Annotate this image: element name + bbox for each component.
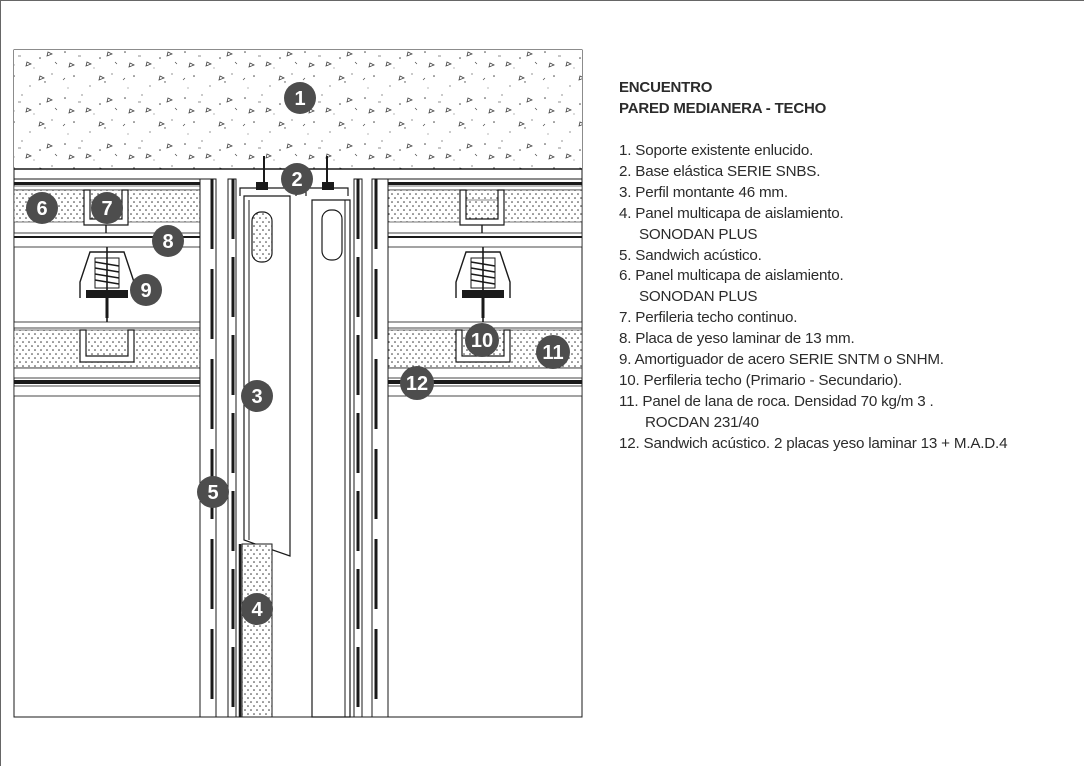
title-line-2: PARED MEDIANERA - TECHO	[619, 100, 827, 117]
damper-left	[79, 247, 135, 322]
svg-text:1: 1	[294, 88, 305, 110]
callout-4: 4	[241, 593, 273, 625]
lower-channel-left	[79, 329, 135, 363]
legend-item: 9. Amortiguador de acero SERIE SNTM o SN…	[619, 351, 944, 369]
ceiling-channel-right	[459, 189, 505, 233]
callout-7: 7	[91, 192, 123, 224]
legend-item: 2. Base elástica SERIE SNBS.	[619, 162, 821, 180]
damper-right	[455, 247, 511, 322]
lower-channel-right	[455, 329, 511, 363]
legend-item-continuation: SONODAN PLUS	[639, 288, 758, 306]
upper-ceiling-right	[385, 178, 583, 248]
callout-5: 5	[197, 476, 229, 508]
legend-item: 10. Perfileria techo (Primario - Secunda…	[619, 371, 903, 389]
legend-item: 6. Panel multicapa de aislamiento.	[619, 267, 844, 285]
legend-item: 3. Perfil montante 46 mm.	[619, 183, 788, 201]
svg-text:7: 7	[101, 198, 112, 220]
legend: 1. Soporte existente enlucido. 2. Base e…	[619, 141, 1008, 455]
svg-text:4: 4	[251, 599, 263, 621]
svg-text:2: 2	[291, 169, 302, 191]
svg-text:9: 9	[140, 280, 151, 302]
callout-1: 1	[284, 82, 316, 114]
svg-text:3: 3	[251, 386, 262, 408]
callout-9: 9	[130, 274, 162, 306]
legend-item: 12. Sandwich acústico. 2 placas yeso lam…	[619, 434, 1008, 452]
party-wall	[199, 156, 389, 718]
svg-text:12: 12	[406, 373, 428, 395]
svg-text:8: 8	[162, 231, 173, 253]
callout-8: 8	[152, 225, 184, 257]
legend-item: 5. Sandwich acústico.	[619, 246, 762, 264]
legend-item-continuation: SONODAN PLUS	[639, 225, 758, 243]
legend-item-continuation: ROCDAN 231/40	[645, 413, 759, 431]
callout-10: 10	[465, 323, 499, 357]
title-block: ENCUENTRO PARED MEDIANERA - TECHO	[619, 77, 826, 119]
legend-item: 11. Panel de lana de roca. Densidad 70 k…	[619, 392, 934, 410]
callout-3: 3	[241, 380, 273, 412]
callout-11: 11	[536, 335, 570, 369]
legend-item: 4. Panel multicapa de aislamiento.	[619, 204, 844, 222]
legend-item: 7. Perfileria techo continuo.	[619, 309, 798, 327]
title-line-1: ENCUENTRO	[619, 79, 713, 96]
svg-text:6: 6	[36, 198, 47, 220]
svg-text:10: 10	[471, 330, 493, 352]
section-drawing: 1 2 3 4 5 6 7 8 9 10 11 12	[13, 49, 583, 718]
svg-text:11: 11	[542, 342, 563, 364]
legend-item: 1. Soporte existente enlucido.	[619, 142, 814, 159]
callout-6: 6	[26, 192, 58, 224]
legend-item: 8. Placa de yeso laminar de 13 mm.	[619, 330, 855, 348]
callout-12: 12	[400, 366, 434, 400]
callout-2: 2	[281, 163, 313, 195]
svg-text:5: 5	[207, 482, 218, 504]
